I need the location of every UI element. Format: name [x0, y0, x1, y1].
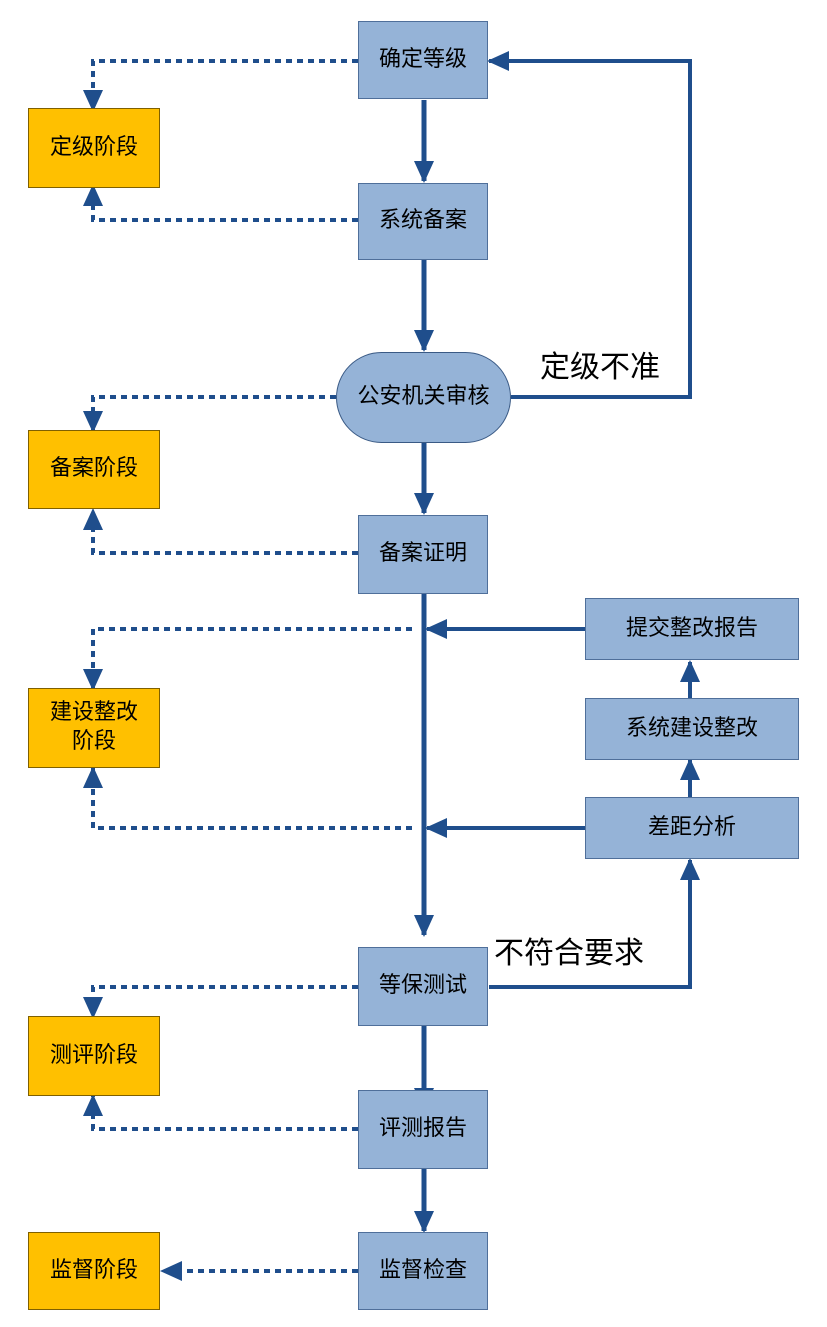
dash-certificate-to-filing-phase — [83, 508, 358, 555]
step-system-filing: 系统备案 — [358, 183, 488, 260]
dash-level-to-grading — [83, 59, 358, 112]
phase-filing-label: 备案阶段 — [49, 456, 138, 482]
arrow-test-to-gap — [489, 858, 700, 989]
step-submit-rectification-report: 提交整改报告 — [585, 598, 799, 660]
phase-evaluation: 测评阶段 — [28, 1016, 160, 1096]
dash-main-to-construction-top — [83, 627, 412, 691]
step-system-construction-rectification: 系统建设整改 — [585, 698, 799, 760]
dash-main-to-construction-bottom — [83, 766, 412, 830]
step-gap-analysis-label: 差距分析 — [647, 814, 736, 840]
step-determine-level: 确定等级 — [358, 21, 488, 99]
step-protection-test-label: 等保测试 — [378, 973, 467, 999]
step-supervision-inspection: 监督检查 — [358, 1232, 488, 1310]
dash-filing-to-grading — [83, 184, 358, 222]
step-police-review-label: 公安机关审核 — [357, 384, 490, 410]
step-submit-rectification-report-label: 提交整改报告 — [625, 615, 758, 641]
step-filing-certificate-label: 备案证明 — [378, 541, 467, 567]
phase-construction-label: 建设整改阶段 — [49, 700, 138, 754]
dash-test-to-evaluation — [83, 985, 358, 1019]
step-evaluation-report-label: 评测报告 — [378, 1116, 467, 1142]
step-determine-level-label: 确定等级 — [378, 46, 467, 72]
phase-supervision: 监督阶段 — [28, 1232, 160, 1310]
phase-construction: 建设整改阶段 — [28, 688, 160, 768]
step-filing-certificate: 备案证明 — [358, 515, 488, 594]
step-system-construction-rectification-label: 系统建设整改 — [625, 715, 758, 741]
edge-label-grading-inaccurate: 定级不准 — [540, 350, 660, 385]
step-system-filing-label: 系统备案 — [378, 208, 467, 234]
arrow-review-back-to-level — [487, 51, 692, 399]
phase-supervision-label: 监督阶段 — [49, 1257, 138, 1283]
phase-evaluation-label: 测评阶段 — [49, 1042, 138, 1068]
step-evaluation-report: 评测报告 — [358, 1090, 488, 1169]
dash-review-to-filing-phase — [83, 395, 336, 433]
phase-filing: 备案阶段 — [28, 430, 160, 509]
step-supervision-inspection-label: 监督检查 — [378, 1257, 467, 1283]
dash-report-to-evaluation — [83, 1094, 358, 1131]
edge-label-not-compliant: 不符合要求 — [494, 936, 644, 971]
phase-grading-label: 定级阶段 — [49, 134, 138, 160]
phase-grading: 定级阶段 — [28, 108, 160, 188]
step-gap-analysis: 差距分析 — [585, 797, 799, 859]
step-police-review: 公安机关审核 — [336, 352, 511, 443]
step-protection-test: 等保测试 — [358, 947, 488, 1026]
